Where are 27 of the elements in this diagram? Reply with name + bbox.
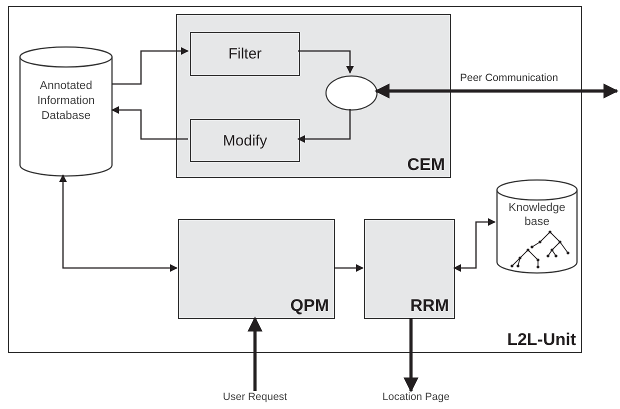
node-label: RRM	[410, 296, 449, 316]
node-label: CEM	[407, 155, 445, 175]
module-box	[364, 219, 455, 319]
arrow	[112, 47, 189, 85]
arrow	[334, 264, 364, 272]
arrow	[404, 318, 418, 392]
process-box	[190, 119, 300, 162]
arrow	[374, 84, 618, 98]
node-label: QPM	[290, 296, 329, 316]
io-label: User Request	[222, 391, 288, 403]
process-box	[190, 32, 300, 76]
node-label: Annotated Information Database	[36, 79, 96, 124]
node-label: Modify	[222, 132, 268, 149]
node-label: Filter	[227, 46, 263, 62]
arrow	[111, 106, 188, 140]
unit-frame	[8, 6, 582, 353]
arrow	[59, 174, 178, 272]
arrow	[298, 50, 354, 74]
module-box	[176, 14, 451, 178]
arrow	[453, 218, 496, 272]
edge-label: Peer Communication	[458, 72, 560, 84]
module-box	[178, 219, 335, 319]
node-label: L2L-Unit	[507, 330, 576, 350]
arrow	[297, 109, 351, 143]
arrow	[248, 316, 262, 391]
io-label: Location Page	[381, 391, 451, 403]
node-label: Knowledge base	[508, 201, 566, 229]
